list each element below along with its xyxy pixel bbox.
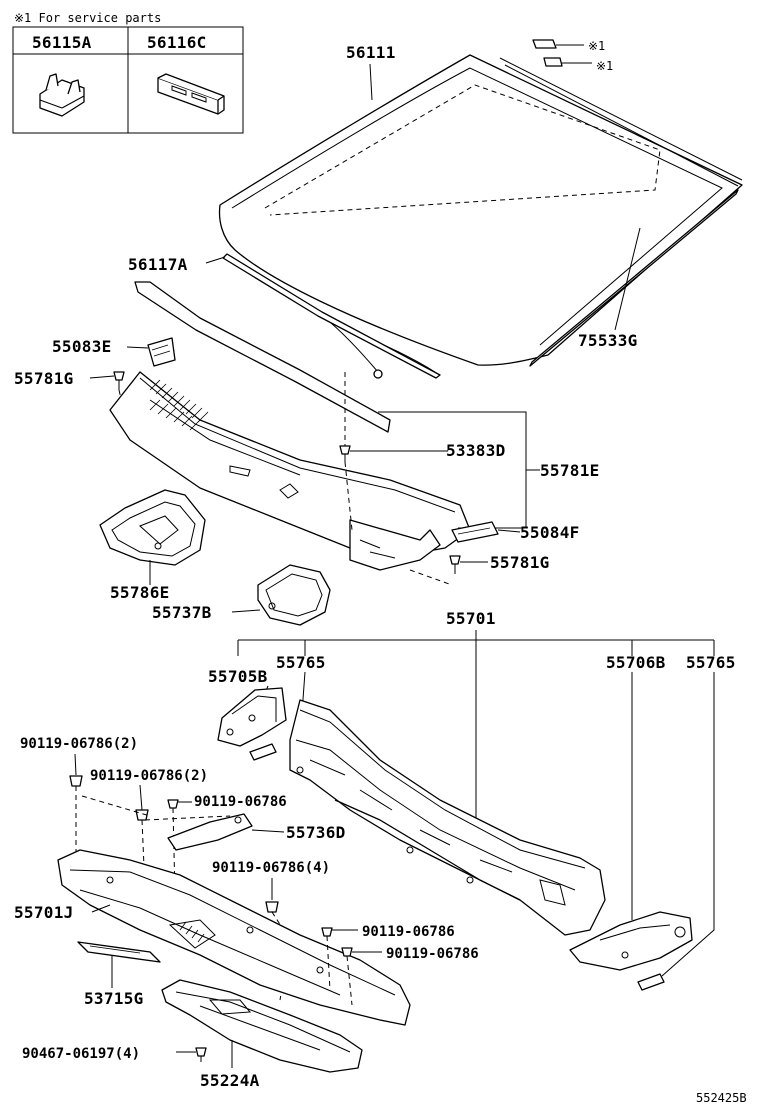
- ext-55765-left: [249, 743, 277, 761]
- bolts-lower: 90119-06786 90119-06786: [321, 924, 479, 1006]
- callout-55765-right: 55765: [686, 653, 736, 672]
- moulding-56117a: 56117A: [128, 253, 441, 379]
- callout-55706b: 55706B: [606, 653, 666, 672]
- windshield-glass: 56111: [218, 43, 743, 379]
- callout-90467: 90467-06197(4): [22, 1046, 140, 1062]
- strip-56116c-drawing: [157, 73, 225, 115]
- service-mark-1: ※1: [588, 39, 605, 53]
- brace-55705b: [217, 687, 287, 747]
- clip-55781g-right: 55781G: [409, 553, 550, 586]
- callout-75533g: 75533G: [578, 331, 638, 350]
- callout-56117a: 56117A: [128, 255, 188, 274]
- callout-bolt-b: 90119-06786(2): [90, 768, 208, 784]
- bolts-upper: 90119-06786(2) 90119-06786(2) 90119-0678…: [20, 736, 287, 941]
- callout-55084f: 55084F: [520, 523, 580, 542]
- clip-56115a-drawing: [39, 73, 85, 117]
- callout-55224a: 55224A: [200, 1071, 260, 1090]
- callout-bolt-a: 90119-06786(2): [20, 736, 138, 752]
- callout-55781e: 55781E: [540, 461, 600, 480]
- seal-55083e: 55083E: [52, 337, 176, 367]
- cowl-lower-55224a: 55224A: [161, 979, 363, 1090]
- callout-55701j: 55701J: [14, 903, 74, 922]
- service-mark-2: ※1: [596, 59, 613, 73]
- brace-55706b: [569, 911, 693, 971]
- callout-53715g: 53715G: [84, 989, 144, 1008]
- service-note: ※1 For service parts: [14, 11, 161, 25]
- figure-id: 552425B: [696, 1091, 747, 1105]
- callout-55736d: 55736D: [286, 823, 346, 842]
- seal-55084f: 55084F: [451, 521, 580, 543]
- cowl-louver-55781e: [109, 371, 471, 571]
- callout-55781g-right: 55781G: [490, 553, 550, 572]
- cover-55786e: 55786E: [99, 489, 206, 602]
- callout-bolt-f: 90119-06786: [386, 946, 479, 962]
- callout-55701: 55701: [446, 609, 496, 628]
- bracket-55736d: 55736D: [167, 813, 346, 851]
- callout-55765-left: 55765: [276, 653, 326, 672]
- callout-56111: 56111: [346, 43, 396, 62]
- cowl-panel-55701: [289, 699, 606, 936]
- ext-55765-right: [637, 973, 665, 991]
- clip-90467: 90467-06197(4): [22, 1046, 207, 1062]
- callout-53383d: 53383D: [446, 441, 506, 460]
- service-part-56115a: 56115A: [32, 33, 92, 52]
- callout-bolt-c: 90119-06786: [194, 794, 287, 810]
- callout-bolt-e: 90119-06786: [362, 924, 455, 940]
- service-part-56116c: 56116C: [147, 33, 207, 52]
- insulator-53715g: 53715G: [77, 941, 161, 1008]
- side-moulding-75533g: 75533G: [529, 189, 739, 367]
- callout-55781g-left: 55781G: [14, 369, 74, 388]
- cover-55737b: 55737B: [152, 564, 331, 626]
- callout-55083e: 55083E: [52, 337, 112, 356]
- service-parts-box: ※1 For service parts 56115A 56116C: [12, 11, 244, 134]
- callout-55786e: 55786E: [110, 583, 170, 602]
- assy-55701-leaders: 55701 55705B 55765 55706B 55765: [208, 609, 736, 977]
- callout-bolt-d: 90119-06786(4): [212, 860, 330, 876]
- cowl-inner-55701j: 55701J: [14, 849, 411, 1026]
- callout-55737b: 55737B: [152, 603, 212, 622]
- service-clips: ※1 ※1: [532, 39, 613, 73]
- clip-55781g-left: 55781G: [14, 369, 127, 421]
- callout-55705b: 55705B: [208, 667, 268, 686]
- dam-rubber: [134, 281, 391, 433]
